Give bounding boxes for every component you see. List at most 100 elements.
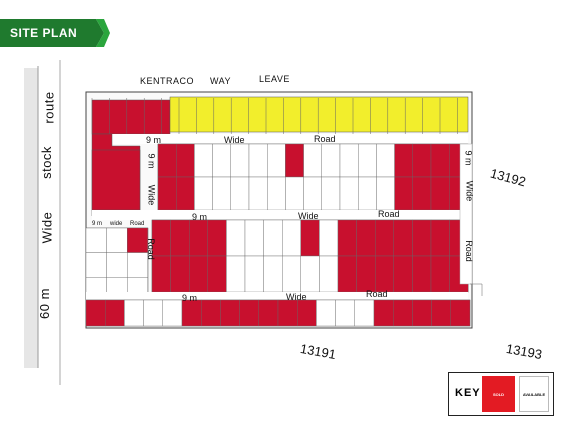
lot-parcel — [356, 255, 376, 293]
site-plan-banner: SITE PLAN — [0, 19, 110, 47]
stock-route-band — [24, 68, 38, 368]
label-kentraco: KENTRACO — [140, 76, 195, 86]
left-road-width: 60 m — [36, 288, 52, 319]
lot-parcel — [339, 143, 359, 178]
lot-parcel — [303, 176, 323, 211]
lot-parcel — [151, 255, 171, 293]
lot-parcel — [282, 255, 302, 293]
road2-wide: Wide — [298, 211, 319, 221]
lot-parcel — [263, 255, 283, 293]
lot-parcel — [85, 227, 107, 253]
lot-parcel — [321, 143, 341, 178]
banner-title: SITE PLAN — [10, 26, 78, 40]
key-sold-swatch: SOLD — [482, 376, 515, 412]
lot-parcel — [212, 176, 232, 211]
lot-parcel — [412, 143, 432, 178]
lot-parcel — [277, 299, 298, 327]
lot-parcel — [316, 299, 336, 327]
lot-parcel — [393, 299, 413, 327]
lot-parcel — [157, 176, 177, 211]
smallroad-road: Road — [130, 221, 145, 227]
lot-parcel — [285, 176, 304, 211]
lot-parcel — [181, 299, 202, 327]
lot-parcel — [106, 252, 128, 278]
road3-road: Road — [366, 289, 388, 299]
banner-shape — [0, 19, 110, 47]
eroad-width: 9 m — [463, 150, 474, 166]
lot-parcel — [126, 252, 148, 278]
lot-parcel — [412, 219, 432, 257]
left-road-wide: Wide — [39, 211, 55, 244]
lot-parcel — [431, 299, 452, 327]
lot-parcel — [85, 252, 107, 278]
lot-parcel — [394, 176, 414, 211]
lot-parcel — [412, 299, 432, 327]
lot-parcel — [248, 143, 268, 178]
smallroad-wide: wide — [110, 221, 123, 227]
lot-parcel — [375, 219, 395, 257]
lot-parcel — [430, 255, 450, 293]
lot-parcel — [124, 299, 144, 327]
lot-parcel — [393, 219, 413, 257]
lot-parcel — [106, 227, 128, 253]
map-key: KEY SOLD AVAILABLE — [448, 372, 554, 416]
lot-parcel — [321, 176, 341, 211]
west-vroad-road: Road — [145, 238, 156, 260]
lot-parcel — [373, 299, 394, 327]
lot-parcel — [393, 255, 413, 293]
key-title: KEY — [455, 387, 481, 399]
lot-parcel — [335, 299, 356, 327]
lot-parcel — [226, 219, 246, 257]
lot-parcel — [300, 219, 320, 257]
lot-parcel — [244, 255, 264, 293]
lot-parcel — [337, 219, 357, 257]
road1-wide: Wide — [224, 135, 245, 145]
lot-parcel — [376, 176, 395, 211]
lot-parcel — [194, 176, 213, 211]
lot-parcel — [239, 299, 260, 327]
top-lot-row — [91, 96, 469, 135]
label-leave: LEAVE — [259, 74, 290, 84]
lot-parcel — [170, 255, 190, 293]
lot-parcel — [282, 219, 302, 257]
lot-parcel — [263, 219, 283, 257]
road2-width: 9 m — [192, 212, 208, 222]
eroad-road: Road — [463, 240, 474, 262]
left-road-route: route — [41, 91, 57, 124]
lot-parcel — [430, 176, 450, 211]
road2-road: Road — [378, 209, 400, 219]
lot-parcel — [319, 255, 339, 293]
lot-parcel — [297, 299, 317, 327]
road-2 — [92, 210, 468, 220]
lot-parcel — [170, 219, 190, 257]
lot-parcel — [337, 255, 357, 293]
lot-parcel — [85, 299, 106, 327]
lot-parcel — [356, 219, 376, 257]
lot-parcel — [300, 255, 320, 293]
left-road-stock: stock — [38, 146, 54, 179]
lot-parcel — [212, 143, 232, 178]
lot-parcel — [104, 299, 125, 327]
lot-parcel — [220, 299, 240, 327]
lot-parcel — [162, 299, 183, 327]
lot-parcel — [285, 143, 304, 178]
lot-parcel — [143, 299, 164, 327]
lot-parcel — [175, 143, 195, 178]
road3-wide: Wide — [286, 292, 307, 302]
lot-parcel — [319, 219, 339, 257]
lot-parcel — [267, 143, 286, 178]
road1-road: Road — [314, 134, 336, 144]
lot-parcel — [267, 176, 286, 211]
lot-parcel — [248, 176, 268, 211]
lot-parcel — [188, 255, 208, 293]
lot-parcel — [230, 176, 250, 211]
vroad-width: 9 m — [146, 153, 157, 169]
lot-parcel — [126, 227, 148, 253]
key-available-swatch: AVAILABLE — [519, 376, 549, 412]
lot-parcel — [244, 219, 264, 257]
lot-parcel — [188, 219, 208, 257]
lot-parcel — [412, 255, 432, 293]
lot-parcel — [303, 143, 323, 178]
lot-parcel — [394, 143, 414, 178]
